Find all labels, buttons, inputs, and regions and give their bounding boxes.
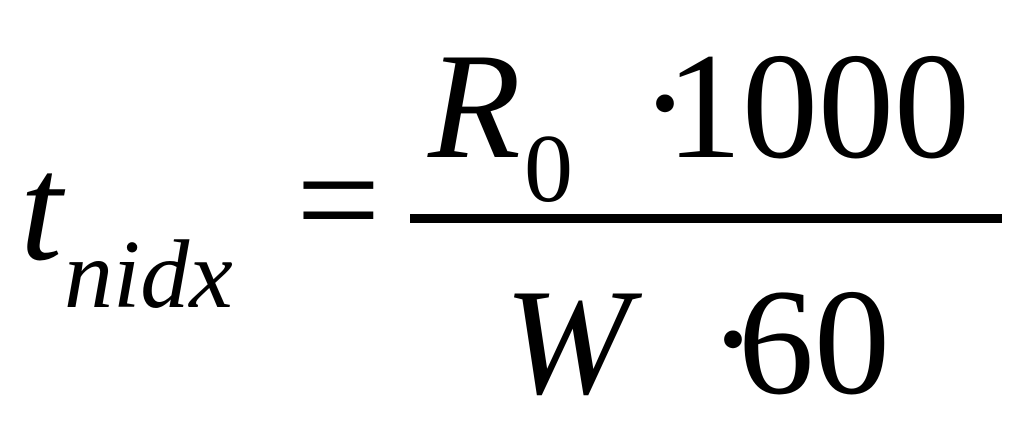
denominator-variable: W — [504, 258, 631, 426]
numerator-subscript: 0 — [524, 115, 573, 223]
numerator-multiply-dot: · — [640, 20, 690, 186]
denominator-value: 60 — [738, 258, 890, 426]
fraction-bar — [410, 214, 1002, 223]
equals-sign: = — [296, 117, 381, 283]
denominator-multiply-dot: · — [708, 256, 758, 422]
lhs-subscript: піdх — [64, 221, 233, 329]
numerator-value: 1000 — [666, 22, 970, 190]
lhs-variable: t — [20, 124, 63, 292]
numerator-variable: R — [428, 22, 521, 190]
